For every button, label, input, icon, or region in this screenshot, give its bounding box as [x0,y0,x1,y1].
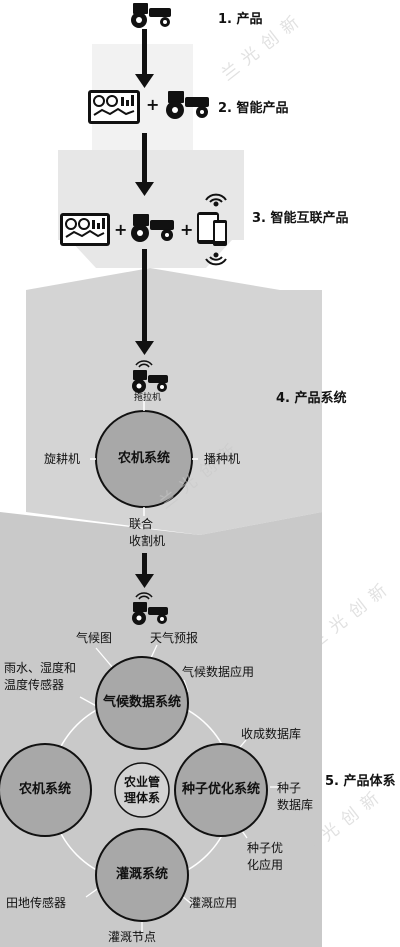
tractor-icon-3 [131,214,174,242]
seeder-label: 播种机 [204,452,241,466]
stage-4-label: 4. 产品系统 [276,391,347,406]
stage-1-label: 1. 产品 [218,12,263,27]
wifi-icon-stage4 [135,360,153,368]
wifi-icon-bottom [205,252,227,266]
harvester-label: 联合 收割机 [129,517,166,548]
stage-5-label: 5. 产品体系 [325,774,396,789]
seed-system-title: 种子优化系统 [181,782,261,797]
sensors-label: 雨水、湿度和 温度传感器 [4,661,77,692]
machinery-system-title-stage5: 农机系统 [18,782,72,797]
tractor-icon-stage5 [132,602,168,625]
plus-sign: + [114,220,128,239]
climate-map-label: 气候图 [76,631,113,645]
dashboard-icon-2 [88,90,140,124]
rotary-tiller-label: 旋耕机 [44,452,81,466]
dashboard-icon-3 [60,213,110,246]
plus-sign: + [180,220,194,239]
plus-sign: + [146,95,160,114]
wifi-icon-top [205,193,227,207]
stage-3-label: 3. 智能互联产品 [252,211,349,226]
band-smart-product [92,44,193,158]
tractor-icon-stage4 [132,370,168,393]
arrow-4-5 [135,553,154,588]
tractor-icon-2 [166,91,209,119]
arrow-2-3 [135,133,154,196]
climate-system-circle [95,656,189,750]
stage-2-label: 2. 智能产品 [218,101,289,116]
seed-db-label: 种子 数据库 [277,781,314,812]
band-connected-product [58,150,244,268]
seed-optimization-app-label: 种子优 化应用 [247,841,284,872]
climate-system-title: 气候数据系统 [102,695,182,710]
weather-forecast-label: 天气预报 [150,631,199,645]
climate-app-label: 气候数据应用 [182,665,255,679]
arrow-3-4 [135,249,154,355]
ag-management-center-circle [114,762,170,818]
arrow-1-2 [135,29,154,88]
harvest-db-label: 收成数据库 [241,727,302,741]
machinery-circle-stage5 [0,743,92,837]
field-sensor-label: 田地传感器 [6,896,67,910]
machinery-system-title: 农机系统 [117,451,171,466]
tractor-icon-1 [131,3,171,28]
irrigation-app-label: 灌溉应用 [189,896,238,910]
irrigation-node-label: 灌溉节点 [108,930,157,944]
tractor-label: 拖拉机 [134,393,162,403]
irrigation-system-circle [95,828,189,922]
seed-system-circle [174,743,268,837]
ag-management-title: 农业管 理体系 [123,775,160,805]
wifi-icon-stage5 [135,592,153,600]
irrigation-system-title: 灌溉系统 [115,867,169,882]
tablet-phone-icon [197,212,227,246]
